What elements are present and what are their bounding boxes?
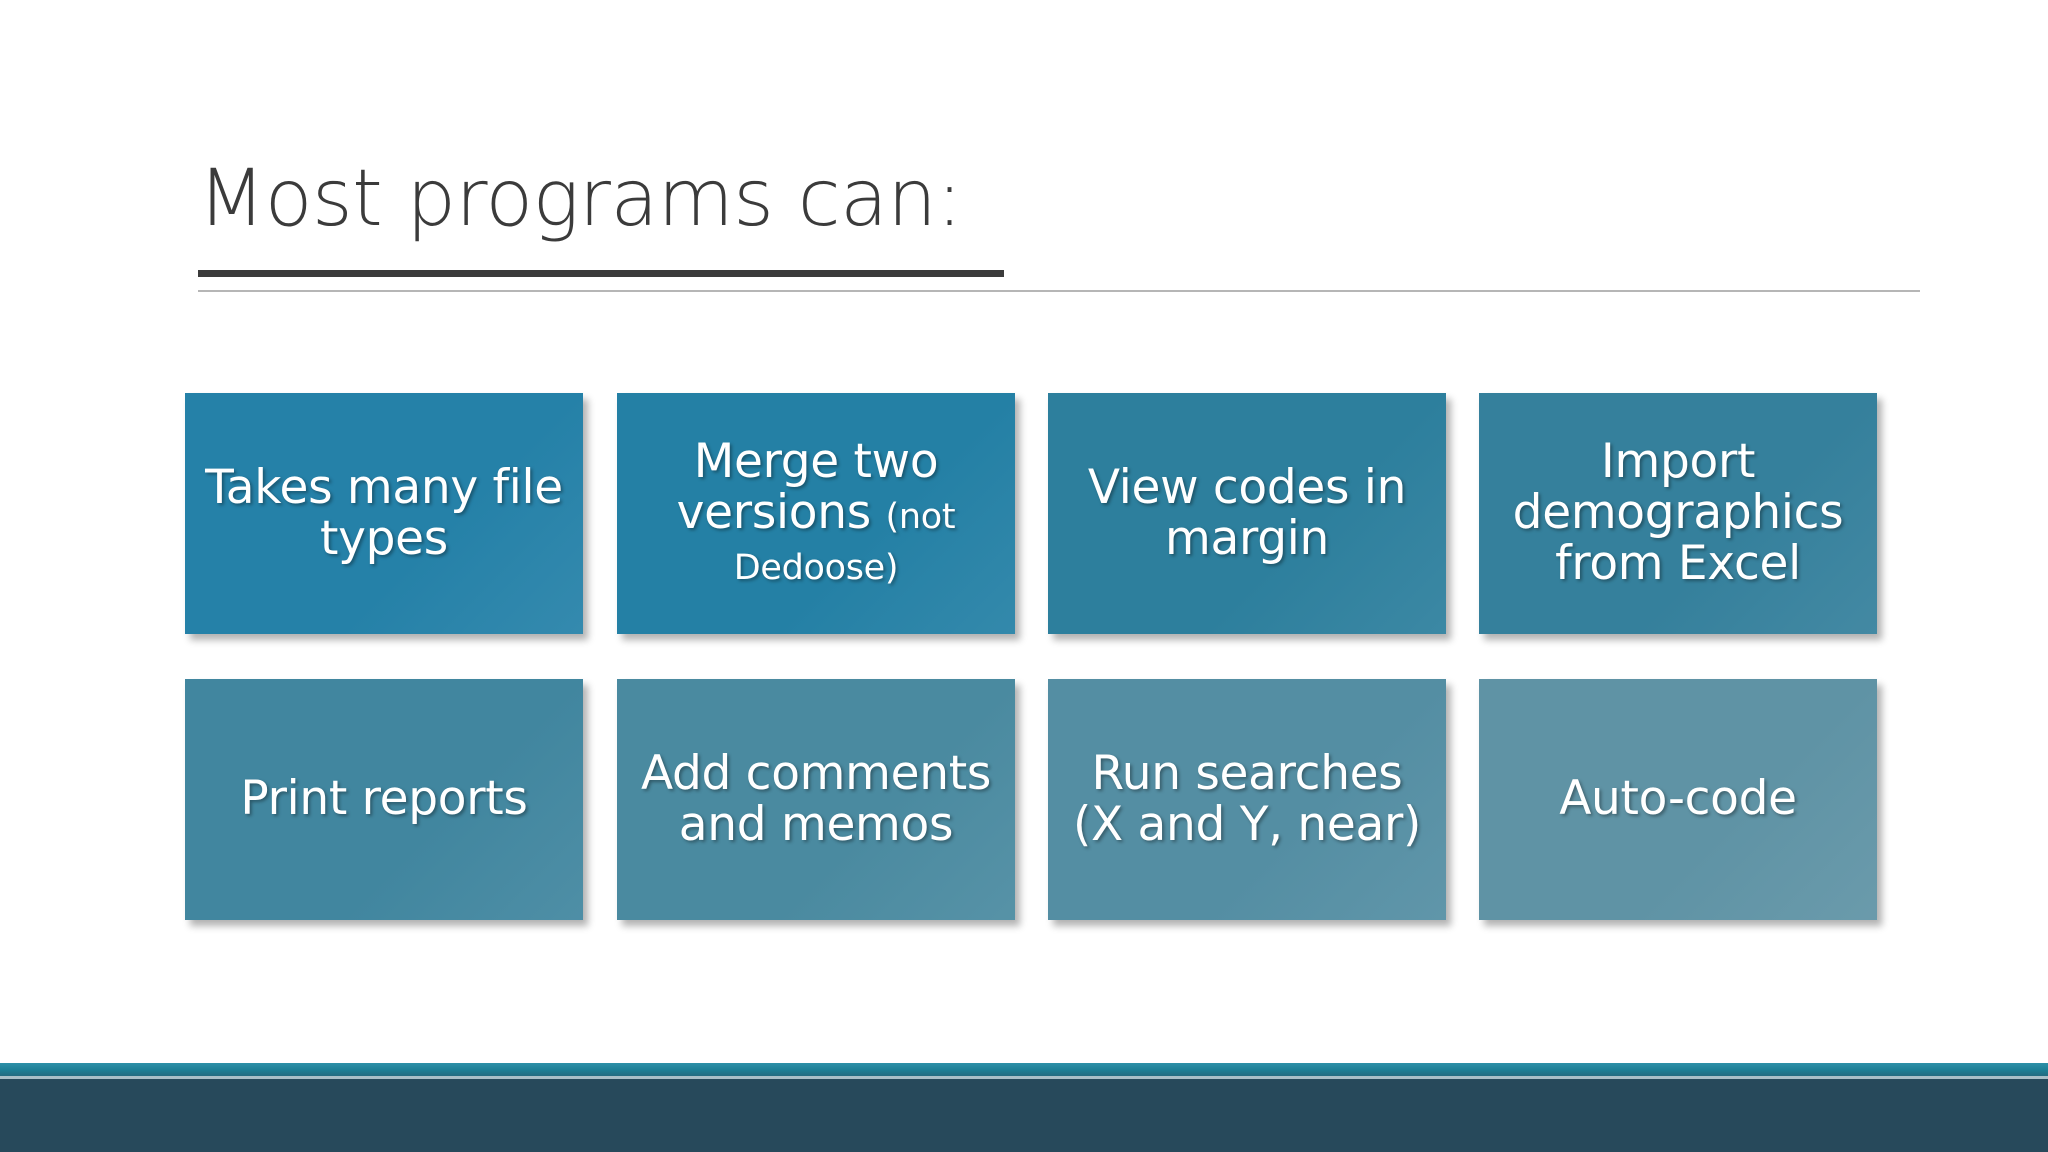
feature-box-label: Print reports (240, 771, 528, 827)
feature-box-label: Auto-code (1559, 771, 1797, 827)
footer-bar (0, 1079, 2048, 1152)
feature-box-auto-code[interactable]: Auto-code (1479, 679, 1877, 920)
feature-box-label: Add comments and memos (640, 745, 992, 852)
title-underline (198, 270, 1004, 277)
feature-box-label: Import demographics from Excel (1512, 434, 1844, 591)
title-divider-rule (198, 290, 1920, 292)
feature-box-label: Run searches (X and Y, near) (1072, 745, 1422, 852)
title-block: Most programs can: (198, 154, 1920, 292)
feature-box-add-comments-and-memos[interactable]: Add comments and memos (617, 679, 1015, 920)
feature-box-import-demographics-from-excel[interactable]: Import demographics from Excel (1479, 393, 1877, 634)
footer-hairline (0, 1076, 2048, 1079)
feature-box-merge-two-versions[interactable]: Merge two versions (not Dedoose) (617, 393, 1015, 634)
feature-box-row-1: Takes many file types Merge two versions… (185, 393, 1930, 634)
feature-box-label-main: Merge two versions (676, 434, 939, 541)
feature-box-label: View codes in margin (1087, 459, 1407, 566)
feature-box-view-codes-in-margin[interactable]: View codes in margin (1048, 393, 1446, 634)
feature-box-row-2: Print reports Add comments and memos Run… (185, 679, 1930, 920)
feature-box-label: Takes many file types (205, 459, 563, 566)
feature-box-takes-many-file-types[interactable]: Takes many file types (185, 393, 583, 634)
footer-accent-band (0, 1063, 2048, 1076)
feature-box-label-sub: (not Dedoose) (733, 497, 956, 588)
feature-box-print-reports[interactable]: Print reports (185, 679, 583, 920)
feature-box-label: Merge two versions (not Dedoose) (631, 437, 1001, 589)
feature-box-grid: Takes many file types Merge two versions… (185, 393, 1930, 920)
feature-box-run-searches[interactable]: Run searches (X and Y, near) (1048, 679, 1446, 920)
page-title: Most programs can: (198, 154, 963, 244)
